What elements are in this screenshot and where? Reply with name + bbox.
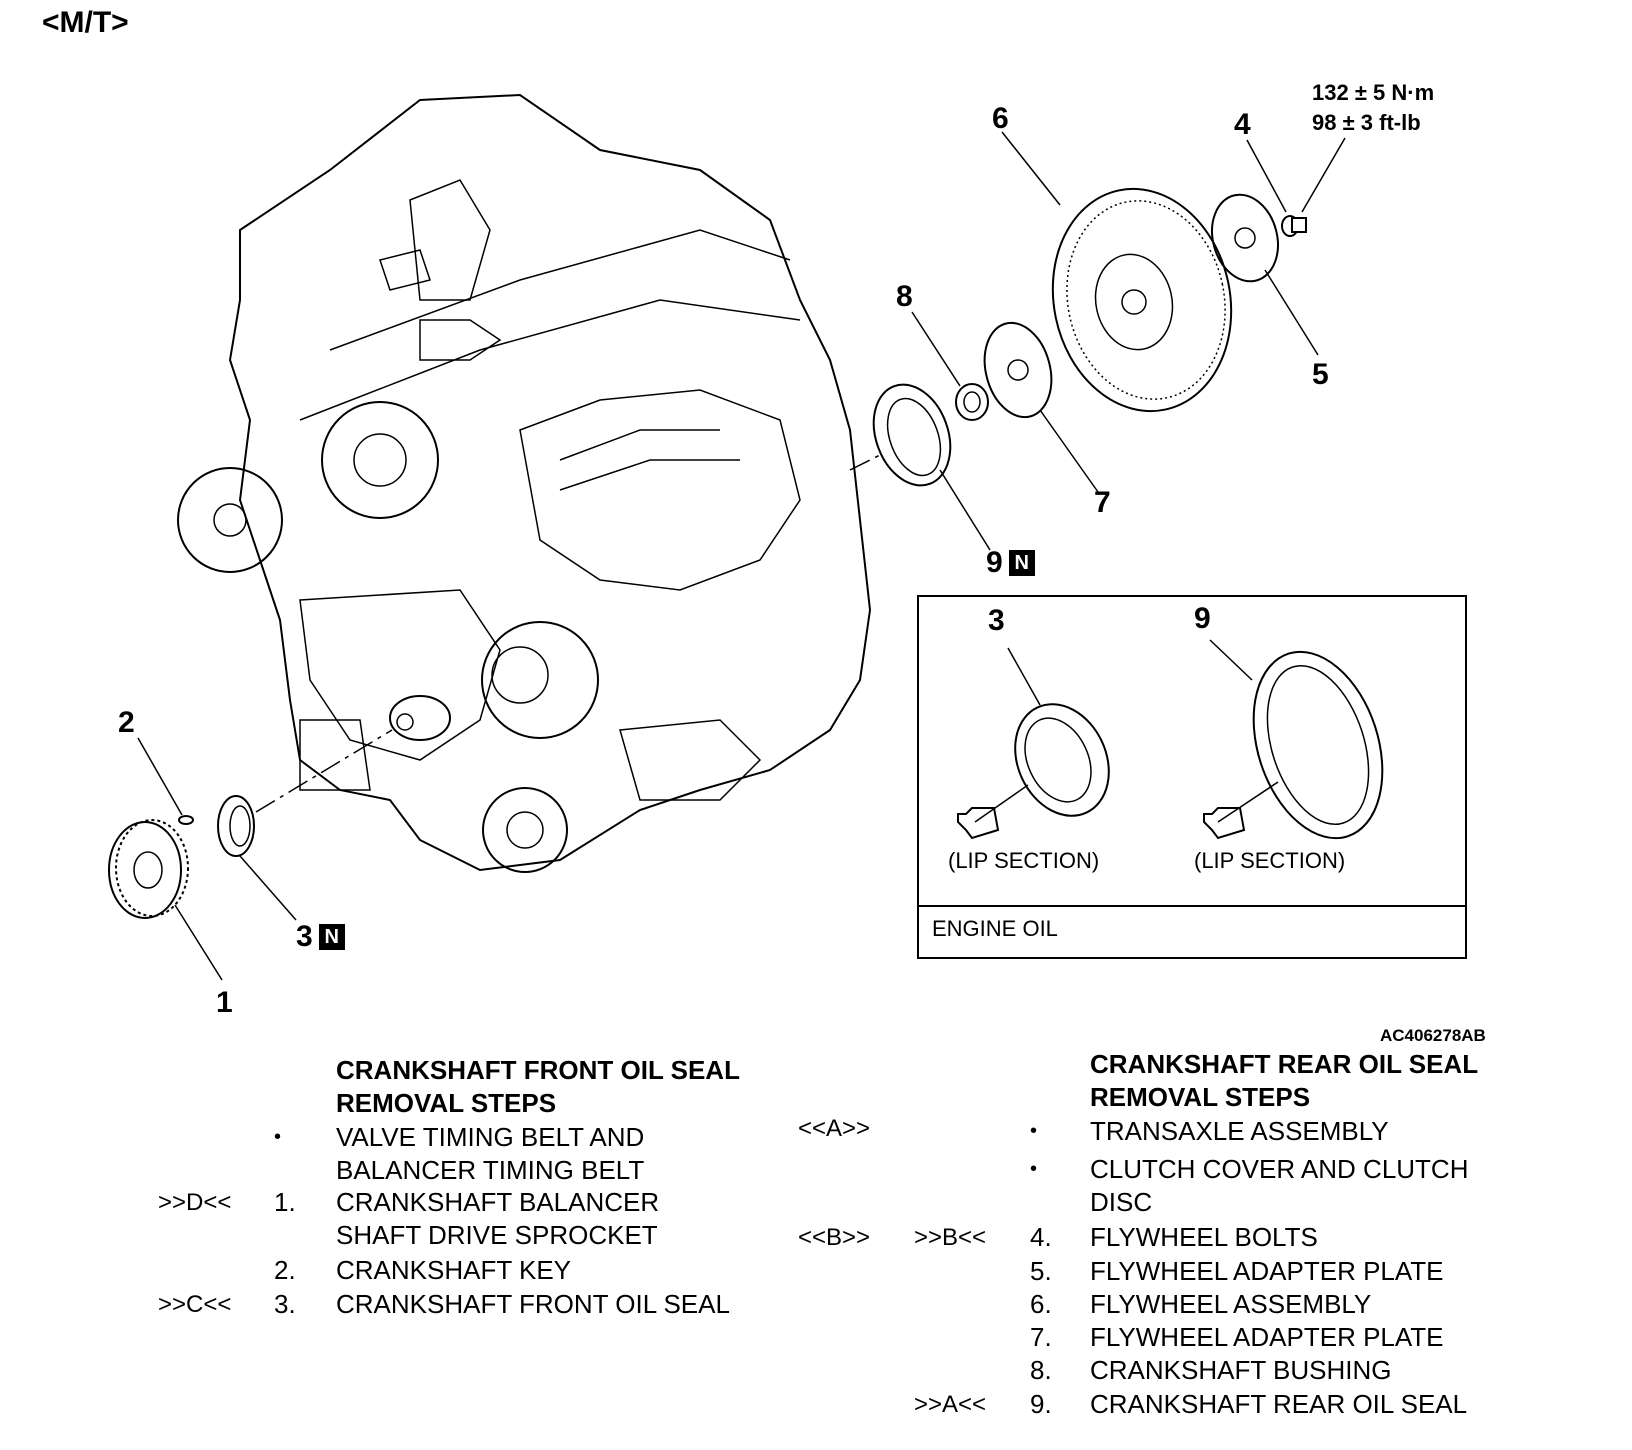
front-row-1-text1: CRANKSHAFT BALANCER xyxy=(336,1187,660,1217)
front-row-1-text2: SHAFT DRIVE SPROCKET xyxy=(336,1220,658,1250)
front-row-0-text2: BALANCER TIMING BELT xyxy=(336,1155,645,1185)
callout-2: 2 xyxy=(118,706,135,739)
rear-row-0-text1: TRANSAXLE ASSEMBLY xyxy=(1090,1116,1389,1146)
rear-row-5-text1: FLYWHEEL ADAPTER PLATE xyxy=(1090,1322,1444,1352)
callout-8: 8 xyxy=(896,280,913,313)
inset-callout-9: 9 xyxy=(1194,602,1211,635)
callout-6: 6 xyxy=(992,102,1009,135)
new-part-badge: N xyxy=(1008,550,1035,576)
rear-row-7-num: 9. xyxy=(1030,1389,1052,1419)
alternator xyxy=(481,621,599,739)
ps-pulley xyxy=(177,467,283,573)
ac-compressor xyxy=(482,787,568,873)
callout-4: 4 xyxy=(1234,108,1251,141)
oil-can-icon xyxy=(1203,807,1246,840)
rear-row-1-bullet: • xyxy=(1030,1158,1038,1180)
rear-row-3-num: 5. xyxy=(1030,1256,1052,1286)
part-9-rear-seal xyxy=(872,383,952,487)
rear-row-0-removal: <<A>> xyxy=(798,1115,871,1142)
rear-row-2-text1: FLYWHEEL BOLTS xyxy=(1090,1222,1318,1252)
rear-row-2-num: 4. xyxy=(1030,1222,1052,1252)
rear-row-6-num: 8. xyxy=(1030,1355,1052,1385)
front-row-1-num: 1. xyxy=(274,1187,296,1217)
rear-row-4-text1: FLYWHEEL ASSEMBLY xyxy=(1090,1289,1372,1319)
callout-5: 5 xyxy=(1312,358,1329,391)
inset-lip-label-right: (LIP SECTION) xyxy=(1194,848,1346,873)
rear-row-5-num: 7. xyxy=(1030,1322,1052,1352)
page-title: <M/T> xyxy=(42,6,129,39)
rear-row-6-text1: CRANKSHAFT BUSHING xyxy=(1090,1355,1392,1385)
callout-7: 7 xyxy=(1094,486,1111,519)
rear-row-1-text1: CLUTCH COVER AND CLUTCH xyxy=(1090,1154,1469,1184)
lubrication-inset xyxy=(917,595,1467,959)
part-6-flywheel xyxy=(1051,187,1233,413)
part-3-front-seal xyxy=(217,795,255,857)
rear-steps-heading: CRANKSHAFT REAR OIL SEAL REMOVAL STEPS xyxy=(1090,1049,1479,1112)
rear-row-2-install: >>B<< xyxy=(914,1224,987,1251)
part-5-adapter-plate xyxy=(1211,193,1279,283)
front-row-2-num: 2. xyxy=(274,1255,296,1285)
figure-id: AC406278AB xyxy=(1380,1026,1486,1045)
rear-row-7-install: >>A<< xyxy=(914,1391,987,1418)
part-7-adapter-plate xyxy=(983,321,1053,419)
front-row-1-marker: >>D<< xyxy=(158,1189,232,1216)
oil-can-icon xyxy=(957,807,1000,840)
front-steps-heading: CRANKSHAFT FRONT OIL SEAL REMOVAL STEPS xyxy=(336,1055,740,1118)
inset-seal-9 xyxy=(1252,650,1384,840)
front-row-3-text1: CRANKSHAFT FRONT OIL SEAL xyxy=(336,1289,730,1319)
part-4-bolt xyxy=(1281,215,1307,237)
front-row-3-num: 3. xyxy=(274,1289,296,1319)
front-row-2-text1: CRANKSHAFT KEY xyxy=(336,1255,572,1285)
crank-nose xyxy=(389,695,451,741)
engine-assembly xyxy=(228,93,872,872)
rear-row-7-text1: CRANKSHAFT REAR OIL SEAL xyxy=(1090,1389,1468,1419)
timing-pulley xyxy=(321,401,439,519)
inset-callout-3: 3 xyxy=(988,604,1005,637)
part-8-bushing xyxy=(955,383,989,421)
part-1-sprocket xyxy=(108,819,189,919)
rear-row-2-removal: <<B>> xyxy=(798,1224,871,1251)
rear-row-4-num: 6. xyxy=(1030,1289,1052,1319)
front-row-0-text1: VALVE TIMING BELT AND xyxy=(336,1122,645,1152)
torque-spec: 132 ± 5 N·m 98 ± 3 ft-lb xyxy=(1312,78,1434,138)
rear-row-3-text1: FLYWHEEL ADAPTER PLATE xyxy=(1090,1256,1444,1286)
new-part-badge: N xyxy=(318,924,345,950)
inset-seal-3 xyxy=(1014,703,1110,817)
rear-row-0-bullet: • xyxy=(1030,1120,1038,1142)
callout-1: 1 xyxy=(216,986,233,1019)
front-row-3-marker: >>C<< xyxy=(158,1291,232,1318)
inset-footer-label: ENGINE OIL xyxy=(932,916,1058,941)
front-row-0-bullet: • xyxy=(274,1126,282,1148)
inset-lip-label-left: (LIP SECTION) xyxy=(948,848,1100,873)
part-2-key xyxy=(178,815,194,825)
torque-nm: 132 ± 5 N·m xyxy=(1312,80,1435,105)
rear-row-1-text2: DISC xyxy=(1090,1187,1153,1217)
torque-ftlb: 98 ± 3 ft-lb xyxy=(1312,110,1421,135)
